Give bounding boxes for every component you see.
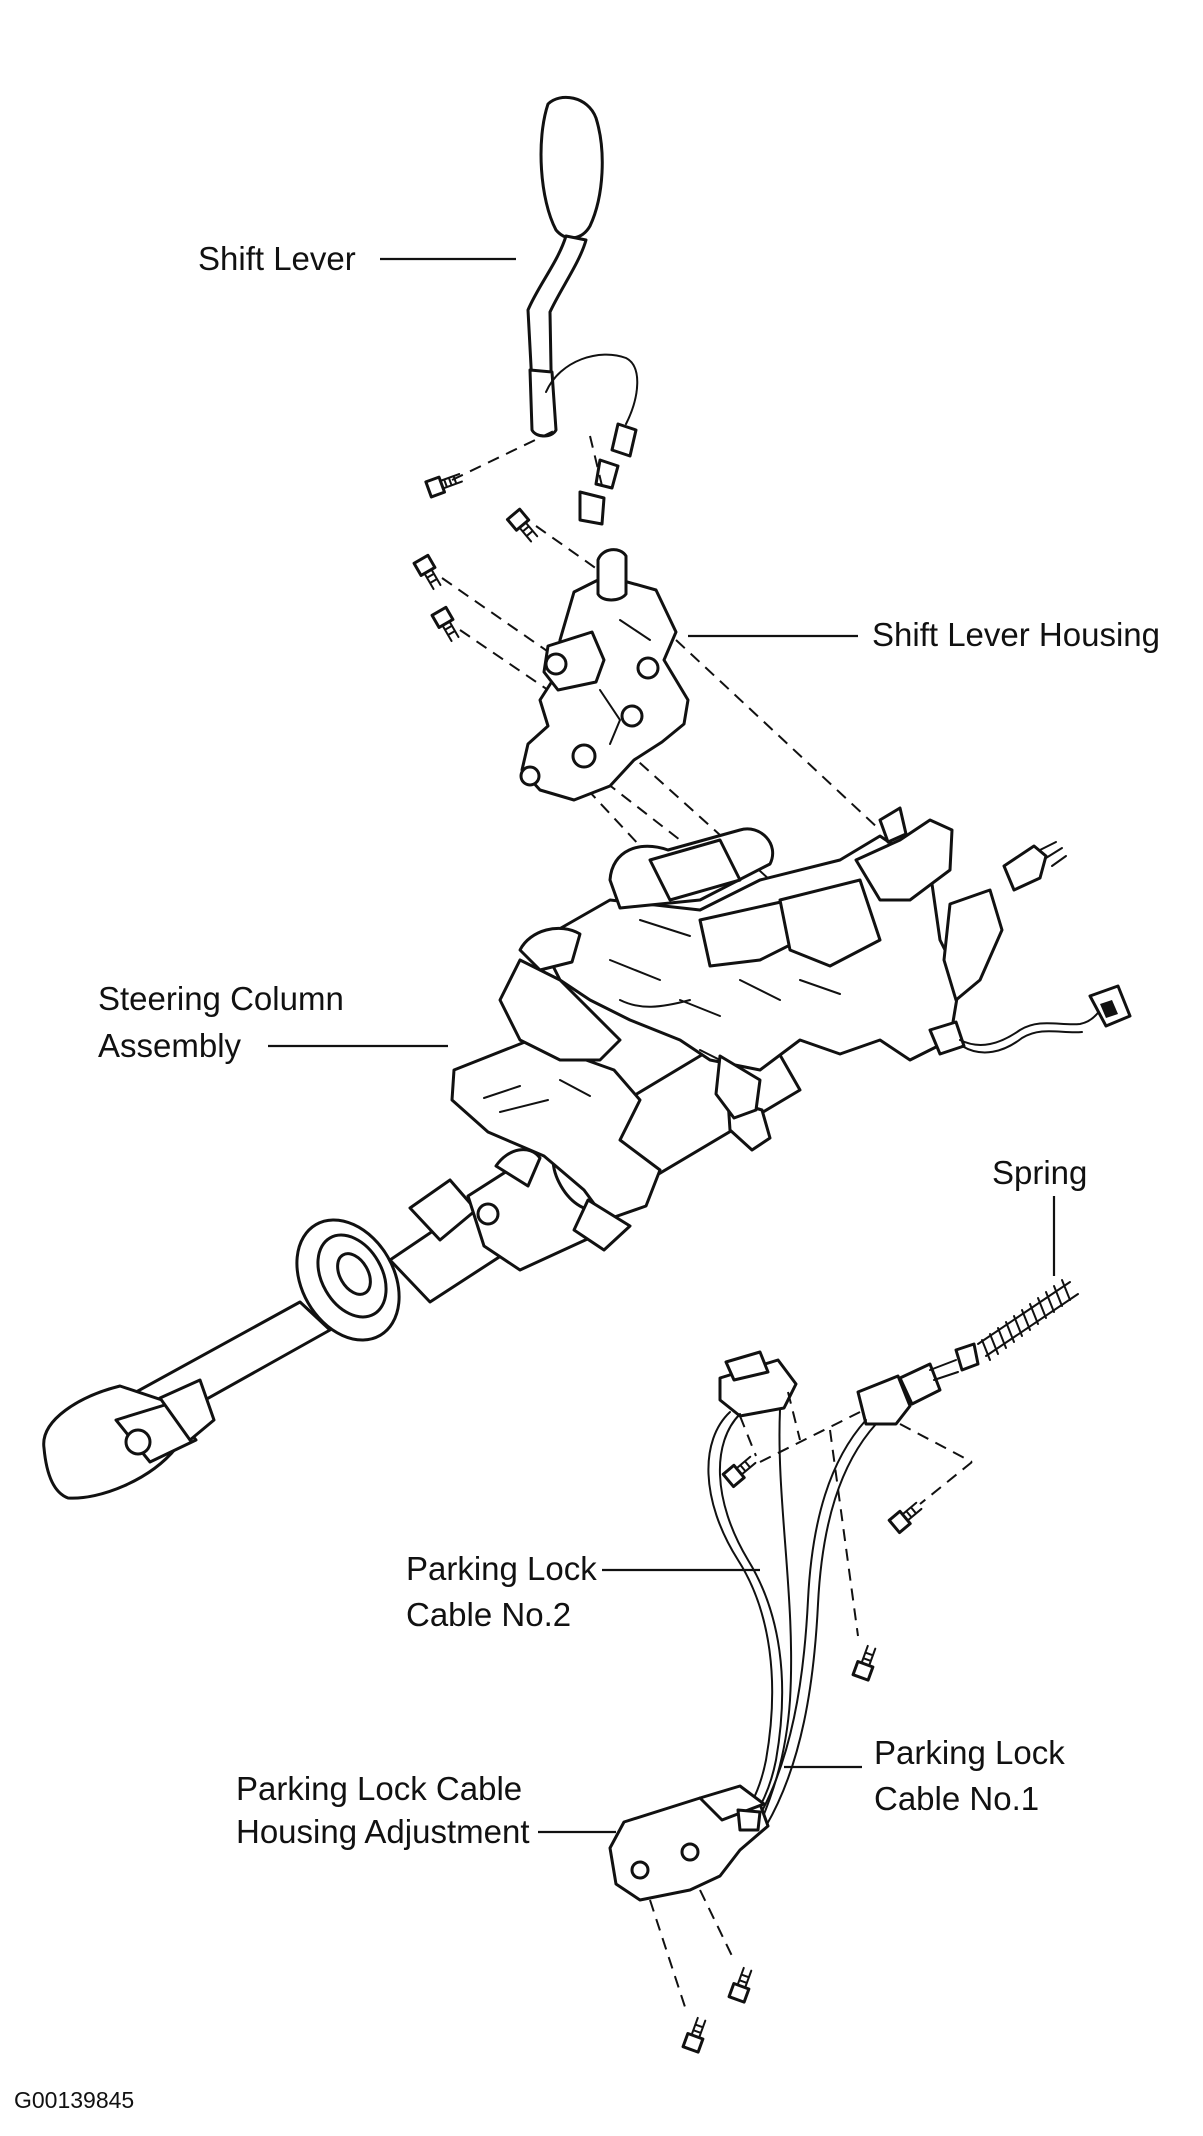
spring-label: Spring	[992, 1154, 1087, 1191]
parking-lock-cables-part	[608, 1342, 980, 1902]
shift-lever-housing-part	[519, 548, 690, 802]
plc1-label-2: Cable No.1	[874, 1780, 1039, 1817]
steering-column-label-2: Assembly	[98, 1027, 242, 1064]
plc2-label-1: Parking Lock	[406, 1550, 597, 1587]
figure-code: G00139845	[14, 2087, 134, 2113]
lever-bolts	[412, 473, 539, 643]
spring-part	[977, 1279, 1079, 1361]
alignment-lines-lower	[649, 1391, 973, 2011]
shift-lever-part	[526, 95, 639, 526]
plcha-label-2: Housing Adjustment	[236, 1813, 530, 1850]
shift-lever-housing-label: Shift Lever Housing	[872, 616, 1160, 653]
shift-lever-label: Shift Lever	[198, 240, 356, 277]
steering-column-assembly-part	[42, 806, 1132, 1500]
steering-column-label-1: Steering Column	[98, 980, 344, 1017]
alignment-lines-upper	[441, 427, 881, 881]
cable-bolts	[681, 1455, 923, 2054]
plc2-label-2: Cable No.2	[406, 1596, 571, 1633]
plc1-label-1: Parking Lock	[874, 1734, 1065, 1771]
plcha-label-1: Parking Lock Cable	[236, 1770, 522, 1807]
